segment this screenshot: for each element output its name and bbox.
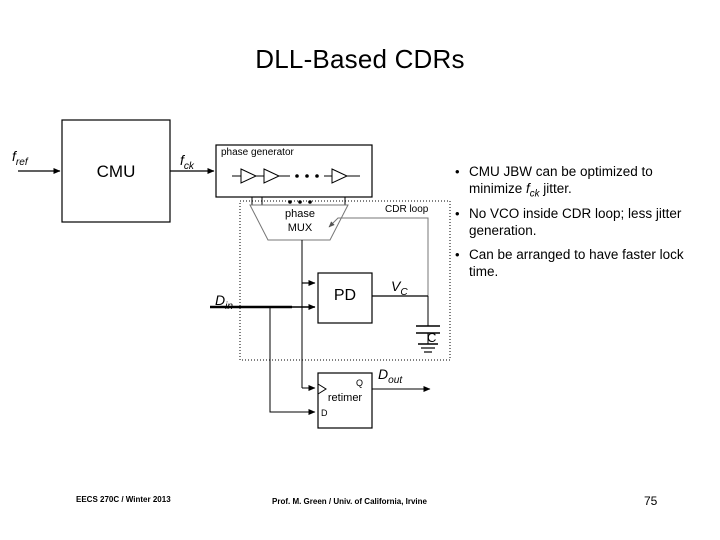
cdr-loop-label: CDR loop [385,204,429,215]
phase-taps-ellipsis [288,200,312,204]
signal-label-fref: fref [12,148,28,168]
loop-filter-capacitor [416,296,440,353]
page-number: 75 [644,494,658,508]
bullet-text-pre: Can be arranged to have faster lock time… [469,247,684,280]
din-base: D [215,292,226,308]
retimer-block [317,372,373,429]
signal-label-dout: Dout [378,366,402,386]
dout-sub: out [388,374,403,386]
bullet-text-post: jitter. [539,181,572,196]
cmu-block [61,119,171,223]
list-item: • CMU JBW can be optimized to minimize f… [455,163,705,203]
page-title: DLL-Based CDRs [255,44,465,74]
phase-mux-line2: MUX [287,222,313,234]
signal-label-din: Din [215,292,233,312]
retimer-block-label: retimer [327,392,363,404]
bullet-italic-base: f [526,181,530,196]
bullet-text: No VCO inside CDR loop; less jitter gene… [469,205,705,245]
phase-generator-label: phase generator [221,147,294,158]
fck-base: f [180,152,184,168]
capacitor-label: C [427,330,437,345]
bullet-marker: • [455,247,460,263]
wire-mux-control [328,217,429,296]
bullet-text: CMU JBW can be optimized to minimize fck… [469,163,705,203]
retimer-clock-triangle [317,383,327,395]
vc-sub: C [400,286,408,298]
list-item: • Can be arranged to have faster lock ti… [455,246,705,286]
buffer-chain [232,168,360,184]
phase-mux-line1: phase [285,208,315,220]
bullet-text-pre: No VCO inside CDR loop; less jitter gene… [469,205,682,238]
retimer-pin-d-label: D [321,408,328,418]
bullet-marker: • [455,205,460,221]
fref-base: f [12,148,16,164]
cmu-block-label: CMU [96,162,136,181]
list-item: • No VCO inside CDR loop; less jitter ge… [455,205,705,245]
bullet-italic-sub: ck [529,188,540,200]
signal-label-vc: VC [391,278,408,298]
phase-generator-block [215,144,373,198]
fref-sub: ref [15,156,28,168]
fck-sub: ck [183,160,194,172]
phase-taps [251,197,346,205]
pd-block [317,272,373,324]
bullet-text-pre: CMU JBW can be optimized to minimize [469,164,653,196]
retimer-pin-q-label: Q [356,378,364,388]
wire-din-to-retimer [269,307,316,415]
footer-course: EECS 270C / Winter 2013 [76,495,171,504]
pd-block-label: PD [333,287,357,304]
signal-label-fck: fck [180,152,194,172]
vc-base: V [391,278,401,294]
bullet-list: • CMU JBW can be optimized to minimize f… [455,163,705,288]
bullet-text: Can be arranged to have faster lock time… [469,246,705,286]
dout-base: D [378,366,389,382]
buffer-chain-ellipsis [295,174,319,178]
phase-mux-block [249,204,349,241]
din-sub: in [225,300,233,312]
footer-attribution: Prof. M. Green / Univ. of California, Ir… [272,497,427,506]
bullet-marker: • [455,164,460,179]
